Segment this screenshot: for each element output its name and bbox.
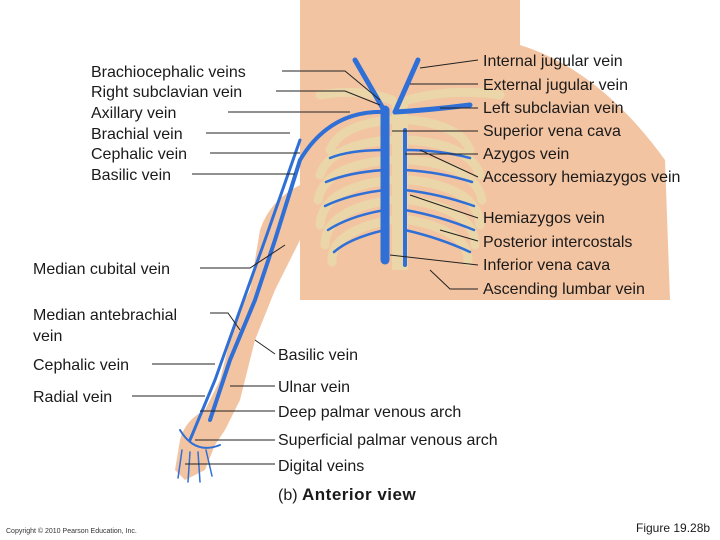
right-clavicle (315, 87, 397, 105)
label-left-subclavian-vein: Left subclavian vein (483, 100, 624, 117)
leader-lines (132, 59, 479, 465)
arm-vein-lateral (188, 138, 302, 442)
label-brachial-vein: Brachial vein (91, 126, 183, 143)
caption-prefix: (b) (278, 487, 298, 504)
label-median-antebrachial-vein: Median antebrachial vein (33, 307, 178, 345)
label-digital-veins: Digital veins (278, 458, 365, 475)
figure-caption: (b) Anterior view (278, 485, 416, 505)
label-axillary-vein: Axillary vein (91, 105, 177, 122)
body-silhouette (175, 0, 670, 480)
label-radial-vein: Radial vein (33, 389, 113, 406)
skin-shape (175, 0, 670, 480)
label-internal-jugular-vein: Internal jugular vein (483, 53, 623, 70)
label-hemiazygos-vein: Hemiazygos vein (483, 210, 605, 227)
label-posterior-intercostals: Posterior intercostals (483, 234, 633, 251)
label-cephalic-vein-upper: Cephalic vein (91, 146, 188, 163)
label-right-subclavian-vein: Right subclavian vein (91, 84, 243, 101)
intercostal-veins (323, 148, 476, 254)
left-subclavian (392, 102, 473, 115)
figure-number: Figure 19.28b (636, 521, 711, 535)
label-deep-palmar-venous-arch: Deep palmar venous arch (278, 404, 462, 421)
label-basilic-vein-upper: Basilic vein (91, 167, 172, 184)
label-cephalic-vein-lower: Cephalic vein (33, 357, 130, 374)
label-ascending-lumbar-vein: Ascending lumbar vein (483, 281, 645, 298)
label-accessory-hemiazygos-vein: Accessory hemiazygos vein (483, 169, 681, 186)
label-superior-vena-cava: Superior vena cava (483, 123, 621, 140)
label-median-cubital-vein: Median cubital vein (33, 261, 170, 278)
rib-cage (313, 87, 505, 267)
left-jugular (392, 57, 421, 115)
caption-title: Anterior view (302, 485, 417, 504)
label-superficial-palmar-venous-arch: Superficial palmar venous arch (278, 432, 498, 449)
label-inferior-vena-cava: Inferior vena cava (483, 257, 611, 274)
label-basilic-vein-lower: Basilic vein (278, 347, 359, 364)
label-brachiocephalic-veins: Brachiocephalic veins (91, 64, 246, 81)
right-jugular (352, 57, 388, 115)
veins (177, 57, 476, 483)
label-ulnar-vein: Ulnar vein (278, 379, 351, 396)
copyright-notice: Copyright © 2010 Pearson Education, Inc. (6, 528, 137, 535)
palmar-arch (179, 429, 221, 449)
label-azygos-vein: Azygos vein (483, 146, 570, 163)
label-external-jugular-vein: External jugular vein (483, 77, 628, 94)
digital-veins (177, 449, 213, 483)
arm-vein-main (208, 109, 387, 422)
left-clavicle (403, 87, 505, 105)
